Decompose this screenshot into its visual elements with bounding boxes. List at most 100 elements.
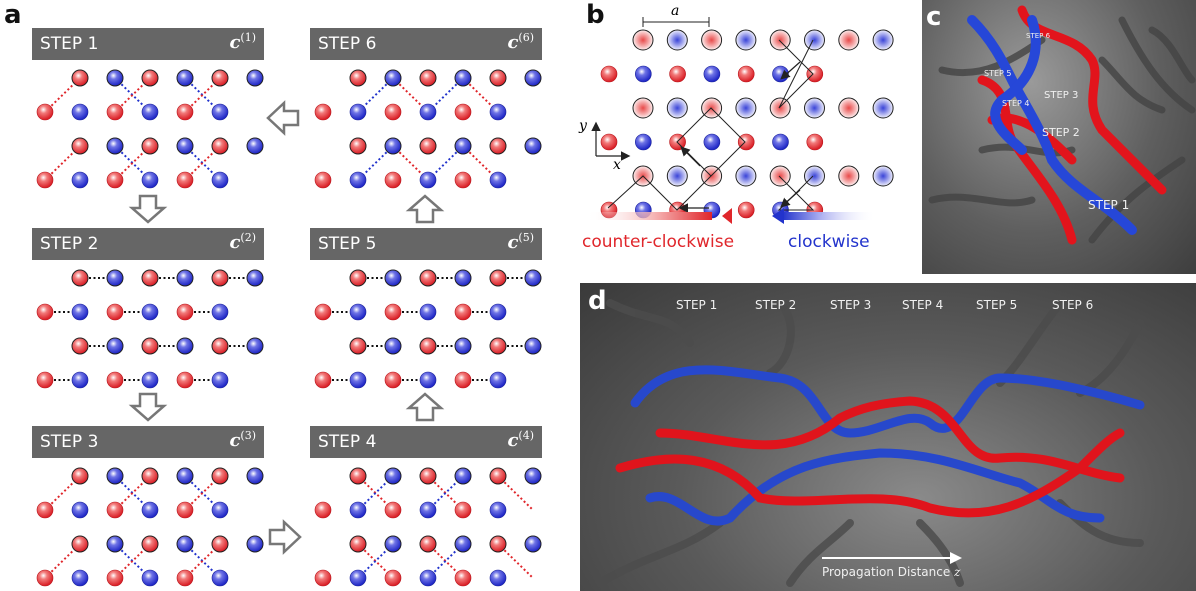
transition-arrow-icon [268, 519, 302, 555]
red-site [349, 467, 367, 485]
red-site [106, 303, 124, 321]
red-site [489, 337, 507, 355]
blue-site [211, 501, 229, 519]
red-site [769, 165, 791, 187]
blue-site [246, 535, 264, 553]
blue-site [176, 535, 194, 553]
red-site [141, 137, 159, 155]
blue-site [141, 569, 159, 587]
blue-site [524, 269, 542, 287]
blue-site [71, 501, 89, 519]
red-site [314, 371, 332, 389]
red-site [36, 371, 54, 389]
blue-site [141, 371, 159, 389]
blue-site [454, 269, 472, 287]
blue-site [71, 569, 89, 587]
cw-step-arrow [780, 189, 801, 208]
red-site [176, 171, 194, 189]
blue-site [211, 103, 229, 121]
transition-arrow-icon [128, 392, 168, 422]
red-site [489, 69, 507, 87]
d-step5-label: STEP 5 [976, 298, 1018, 312]
panel-b-letter: b [586, 0, 605, 30]
red-site [454, 501, 472, 519]
waveguide-3d-view [928, 5, 1196, 245]
blue-site [454, 535, 472, 553]
step-label: STEP 1 [40, 34, 99, 54]
red-site [384, 103, 402, 121]
red-site [36, 501, 54, 519]
red-site [71, 535, 89, 553]
red-site [384, 171, 402, 189]
blue-site [71, 171, 89, 189]
red-site [632, 97, 654, 119]
red-site [36, 171, 54, 189]
red-site [141, 337, 159, 355]
ccw-gradient-arrow [586, 212, 712, 220]
blue-site [524, 337, 542, 355]
blue-site [419, 103, 437, 121]
blue-site [489, 569, 507, 587]
blue-site [106, 535, 124, 553]
step-label: STEP 2 [40, 234, 99, 254]
step-label: STEP 5 [318, 234, 377, 254]
red-site [737, 65, 755, 83]
blue-site [735, 165, 757, 187]
c-step3-label: STEP 3 [1044, 90, 1079, 101]
cw-arrow-head [772, 208, 784, 224]
blue-site [349, 501, 367, 519]
c-step2-label: STEP 2 [1042, 126, 1080, 139]
panel-c-render: c STEP 6 STEP 5 STEP 4 [922, 0, 1196, 274]
coupling-symbol: c(4) [507, 429, 534, 451]
blue-site [211, 569, 229, 587]
blue-site [211, 303, 229, 321]
red-site [211, 535, 229, 553]
ccw-step-arrow [680, 146, 701, 167]
red-site [669, 65, 686, 83]
red-site [71, 269, 89, 287]
red-site [36, 303, 54, 321]
step-header-1: STEP 1 c(1) [32, 28, 264, 60]
blue-site [454, 337, 472, 355]
blue-site [176, 269, 194, 287]
blue-site [872, 97, 894, 119]
red-site [632, 29, 654, 51]
red-site [489, 535, 507, 553]
red-site [384, 569, 402, 587]
blue-site [176, 467, 194, 485]
blue-site [419, 303, 437, 321]
panel-c-letter: c [926, 2, 942, 32]
coupling-symbol: c(3) [229, 429, 256, 451]
red-site [384, 371, 402, 389]
step-header-6: STEP 6 c(6) [310, 28, 542, 60]
red-site [71, 69, 89, 87]
propagation-label: Propagation Distance z [822, 565, 961, 579]
red-site [489, 467, 507, 485]
red-site [71, 467, 89, 485]
blue-site [489, 371, 507, 389]
blue-site [804, 165, 825, 187]
step-label: STEP 3 [40, 432, 99, 452]
red-site [71, 137, 89, 155]
transition-arrow-icon [405, 392, 445, 422]
red-site [806, 133, 824, 151]
coupling-link [497, 543, 534, 579]
blue-site [419, 171, 437, 189]
coupling-symbol: c(5) [507, 231, 534, 253]
blue-site [384, 69, 402, 87]
blue-site [106, 337, 124, 355]
red-site [600, 65, 618, 83]
red-site [769, 97, 791, 119]
blue-site [211, 371, 229, 389]
d-step4-label: STEP 4 [902, 298, 944, 312]
blue-site [735, 97, 757, 119]
blue-site [384, 337, 402, 355]
blue-site [141, 103, 159, 121]
red-site [384, 303, 402, 321]
ccw-trajectory [607, 107, 746, 211]
red-site [314, 303, 332, 321]
red-site [176, 303, 194, 321]
red-site [838, 165, 860, 187]
red-site [141, 535, 159, 553]
blue-site [384, 467, 402, 485]
